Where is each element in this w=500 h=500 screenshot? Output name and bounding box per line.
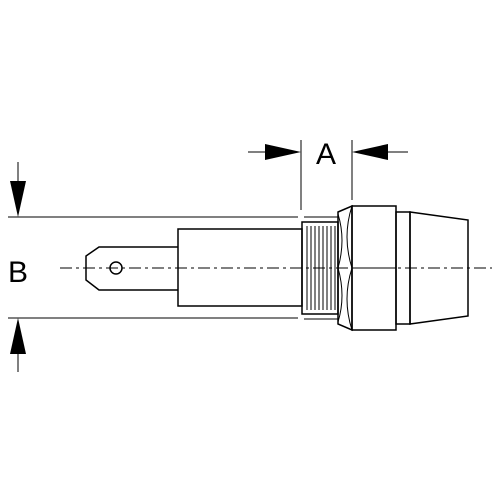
nut-facet-lower-left [337,267,343,323]
dimension-a-arrow-left [265,144,301,160]
spade-terminal [85,246,178,291]
dimension-b-arrow-top [10,181,26,217]
terminal-tab-outline [85,246,178,291]
nut-facet-upper-left [337,213,343,269]
dimension-a: A [248,138,408,210]
thread-lines [306,226,336,310]
dimension-a-label: A [316,138,336,171]
dimension-b-label: B [8,256,28,289]
dimension-b: B [8,162,298,372]
terminal-hole [109,261,123,275]
front-cap [409,211,469,325]
dimension-b-arrow-bottom [10,318,26,354]
dimension-a-arrow-right [352,144,388,160]
